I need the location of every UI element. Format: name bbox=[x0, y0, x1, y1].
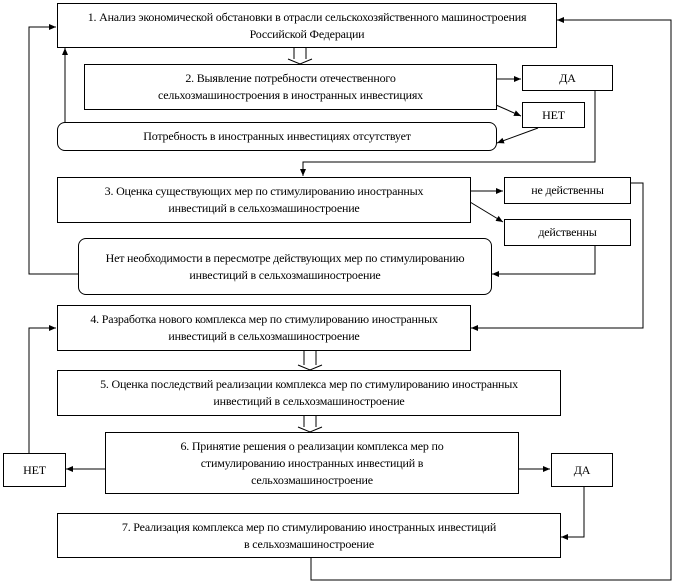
arrow-7-to-1 bbox=[310, 17, 672, 581]
decision-effective: действенны bbox=[504, 219, 631, 246]
step-7-box: 7. Реализация комплекса мер по стимулиро… bbox=[57, 513, 561, 558]
step-3-box: 3. Оценка существующих мер по стимулиров… bbox=[57, 177, 471, 223]
arrow-yes-to-7 bbox=[561, 486, 585, 540]
arrow-ineffective-to-4 bbox=[471, 182, 644, 331]
step-5-box: 5. Оценка последствий реализации комплек… bbox=[57, 370, 561, 416]
decision-yes-2: ДА bbox=[551, 453, 613, 487]
step-4-box: 4. Разработка нового комплекса мер по ст… bbox=[57, 305, 471, 351]
arrow-2-no bbox=[495, 104, 522, 117]
need-absent-box: Потребность в иностранных инвестициях от… bbox=[57, 122, 497, 151]
arrow-3-effective bbox=[469, 201, 504, 223]
step-6-box: 6. Принятие решения о реализации комплек… bbox=[105, 432, 519, 494]
arrow-no-need bbox=[496, 127, 539, 144]
decision-yes-1: ДА bbox=[522, 65, 613, 91]
step-2-box: 2. Выявление потребности отечественного … bbox=[84, 64, 497, 110]
double-arrow-1-2 bbox=[287, 47, 313, 65]
decision-no-1: НЕТ bbox=[522, 102, 585, 128]
double-arrow-5-6 bbox=[297, 415, 323, 433]
arrow-norev-to-1 bbox=[28, 24, 78, 275]
decision-ineffective: не действенны bbox=[504, 177, 631, 204]
step-1-box: 1. Анализ экономической обстановки в отр… bbox=[57, 3, 557, 48]
no-revision-box: Нет необходимости в пересмотре действующ… bbox=[78, 238, 492, 295]
arrow-effective-norev bbox=[492, 245, 596, 277]
arrow-no-to-4 bbox=[28, 325, 56, 453]
decision-no-2: НЕТ bbox=[3, 453, 66, 487]
double-arrow-4-5 bbox=[297, 350, 323, 371]
arrow-yes-to-3 bbox=[300, 90, 596, 176]
